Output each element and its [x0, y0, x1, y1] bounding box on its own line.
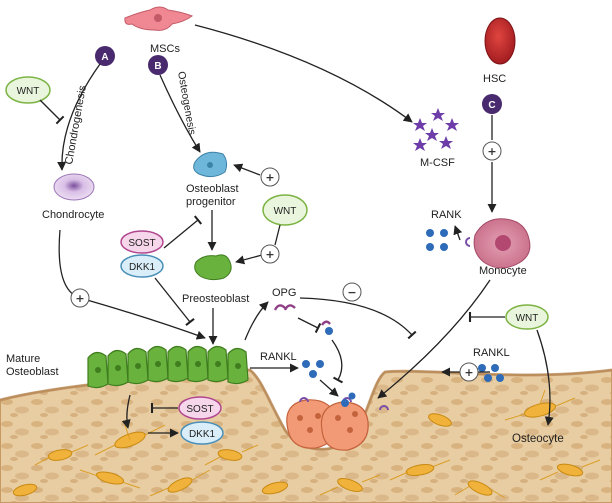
- svg-text:DKK1: DKK1: [189, 429, 216, 440]
- wnt-ellipse-right: WNT: [505, 304, 549, 330]
- dkk1-ellipse-lower: DKK1: [180, 421, 224, 445]
- svg-text:WNT: WNT: [274, 206, 297, 217]
- badge-c: C: [482, 94, 502, 114]
- osteocyte-label: Osteocyte: [512, 433, 564, 445]
- embedded-osteocytes: [12, 402, 584, 497]
- mscs-label: MSCs: [150, 43, 180, 55]
- badge-b: B: [148, 55, 168, 75]
- minus-sign: −: [342, 282, 362, 302]
- svg-text:SOST: SOST: [128, 238, 155, 249]
- progenitor-label-1: Osteoblast: [186, 183, 239, 195]
- plus-signs: + + + + +: [70, 141, 502, 382]
- osteocyte-dendrites: [34, 389, 601, 499]
- svg-text:SOST: SOST: [186, 404, 213, 415]
- rank-label: RANK: [431, 209, 462, 221]
- monocyte-cell: [473, 218, 531, 269]
- chondrocyte-label: Chondrocyte: [42, 209, 104, 221]
- svg-text:WNT: WNT: [516, 313, 539, 324]
- mature-label-2: Osteoblast: [6, 366, 59, 378]
- rankl-label-center: RANKL: [260, 351, 297, 363]
- rankl-dots-monocyte: [426, 229, 448, 251]
- svg-text:+: +: [265, 171, 274, 184]
- rankl-label-right: RANKL: [473, 347, 510, 359]
- sost-ellipse-upper: SOST: [120, 230, 164, 254]
- msc-cell: [124, 6, 194, 31]
- preosteoblast-label: Preosteoblast: [182, 293, 249, 305]
- preosteoblast-cell: [194, 254, 232, 281]
- monocyte-label: Monocyte: [479, 265, 527, 277]
- svg-text:−: −: [347, 286, 356, 299]
- svg-text:A: A: [101, 52, 108, 63]
- osteoblast-progenitor-cell: [193, 151, 228, 178]
- svg-text:+: +: [265, 248, 274, 261]
- wnt-ellipse-left: WNT: [5, 76, 51, 104]
- svg-text:+: +: [487, 145, 496, 158]
- hsc-cell: [484, 17, 516, 65]
- svg-text:B: B: [154, 61, 161, 72]
- rank-receptor-monocyte: [465, 237, 471, 247]
- mature-label-1: Mature: [6, 353, 40, 365]
- opg-molecule: [273, 304, 331, 326]
- osteoblast-nuclei: [95, 361, 241, 373]
- rankl-dots-center: [302, 360, 356, 407]
- svg-text:+: +: [464, 366, 473, 379]
- opg-label: OPG: [272, 287, 296, 299]
- sost-ellipse-lower: SOST: [178, 396, 222, 420]
- svg-text:WNT: WNT: [17, 86, 40, 97]
- chondrocyte-cell: [53, 173, 95, 201]
- badge-a: A: [95, 46, 115, 66]
- chondrogenesis-label: Chondrogenesis: [63, 84, 89, 165]
- svg-text:DKK1: DKK1: [129, 262, 156, 273]
- svg-text:+: +: [75, 292, 84, 305]
- dkk1-ellipse-upper: DKK1: [120, 254, 164, 278]
- rankl-dots-right: [478, 364, 504, 382]
- osteoclasts: [286, 399, 369, 451]
- progenitor-label-2: progenitor: [186, 196, 236, 208]
- svg-text:C: C: [488, 100, 495, 111]
- mcsf-label: M-CSF: [420, 157, 455, 169]
- mcsf-stars: [413, 108, 459, 151]
- hsc-label: HSC: [483, 73, 506, 85]
- osteogenesis-label: Osteogenesis: [175, 70, 198, 135]
- wnt-ellipse-middle: WNT: [262, 194, 308, 226]
